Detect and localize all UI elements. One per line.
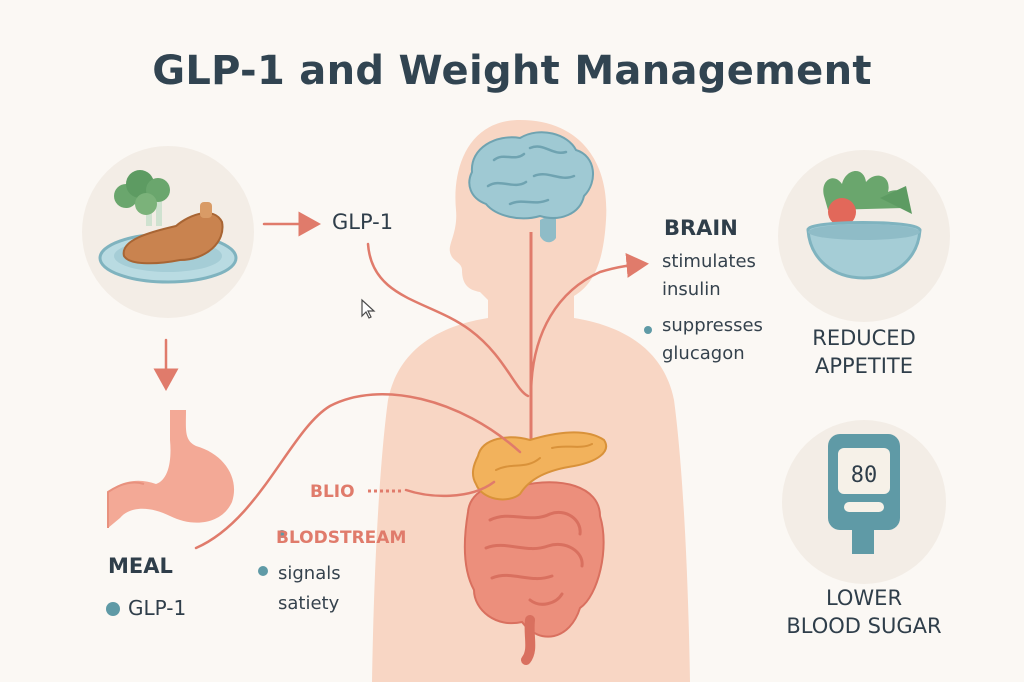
meal-plate-icon (82, 146, 254, 318)
brain-icon (468, 131, 595, 243)
signals-dot (258, 566, 268, 576)
blood-label: BLIO (310, 482, 355, 502)
bloodstream-dot (278, 530, 286, 538)
meal-dot (106, 602, 120, 616)
stomach-icon (107, 410, 235, 528)
glucagon-label: glucagon (662, 343, 745, 364)
meter-reading: 80 (851, 463, 878, 488)
pathway-lines (153, 211, 649, 550)
glucose-meter-icon: 80 (782, 420, 946, 584)
salad-bowl-icon (778, 150, 950, 322)
suppresses-label: suppresses (662, 315, 763, 336)
intestine-icon (463, 481, 605, 665)
suppresses-dot (644, 326, 652, 334)
page-title: GLP-1 and Weight Management (152, 48, 872, 94)
lower-label: LOWER (825, 586, 903, 610)
appetite-label: APPETITE (814, 354, 914, 378)
meal-label: MEAL (108, 554, 173, 578)
meal-glp1-label: GLP-1 (128, 596, 187, 620)
bloodstream-label: BLODSTREAM (276, 528, 407, 548)
satiety-label: satiety (278, 593, 340, 614)
blood-sugar-label: BLOOD SUGAR (786, 614, 942, 638)
signals-label: signals (278, 563, 341, 584)
brain-label: BRAIN (664, 216, 738, 240)
stimulates-label: stimulates (662, 251, 756, 272)
pancreas-icon (471, 431, 607, 501)
mouse-cursor-icon (361, 298, 376, 319)
reduced-label: REDUCED (812, 326, 916, 350)
insulin-label: insulin (662, 279, 721, 300)
glp1-label: GLP-1 (332, 210, 394, 234)
